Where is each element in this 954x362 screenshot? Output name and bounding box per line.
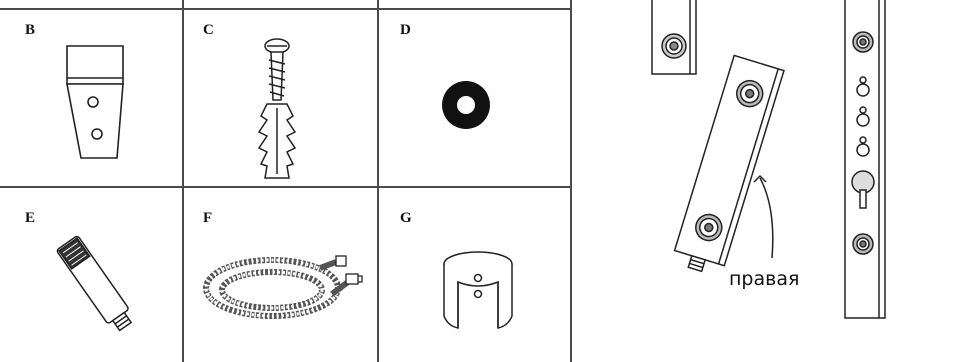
cell-label-d: D [400,22,411,39]
shower-hose-icon [200,248,370,323]
washer-ring-icon [436,75,496,135]
cell-label-f: F [203,210,212,227]
screw-and-wall-plug-icon [245,34,305,184]
table-middle-border [0,186,572,188]
table-right-border [570,0,572,362]
right-panel-caption: правая [729,268,799,290]
hand-shower-icon [50,228,145,343]
table-col-divider-2 [377,0,379,362]
arrow-icon [750,168,790,263]
cell-label-c: C [203,22,214,39]
cell-label-b: B [25,22,35,39]
table-top-border [0,8,572,10]
holder-clip-icon [438,242,518,337]
mounting-bracket-icon [55,42,135,167]
table-col-divider-1 [182,0,184,362]
cell-label-e: E [25,210,35,227]
cell-label-g: G [400,210,412,227]
shower-panel-side-icon [835,0,895,325]
